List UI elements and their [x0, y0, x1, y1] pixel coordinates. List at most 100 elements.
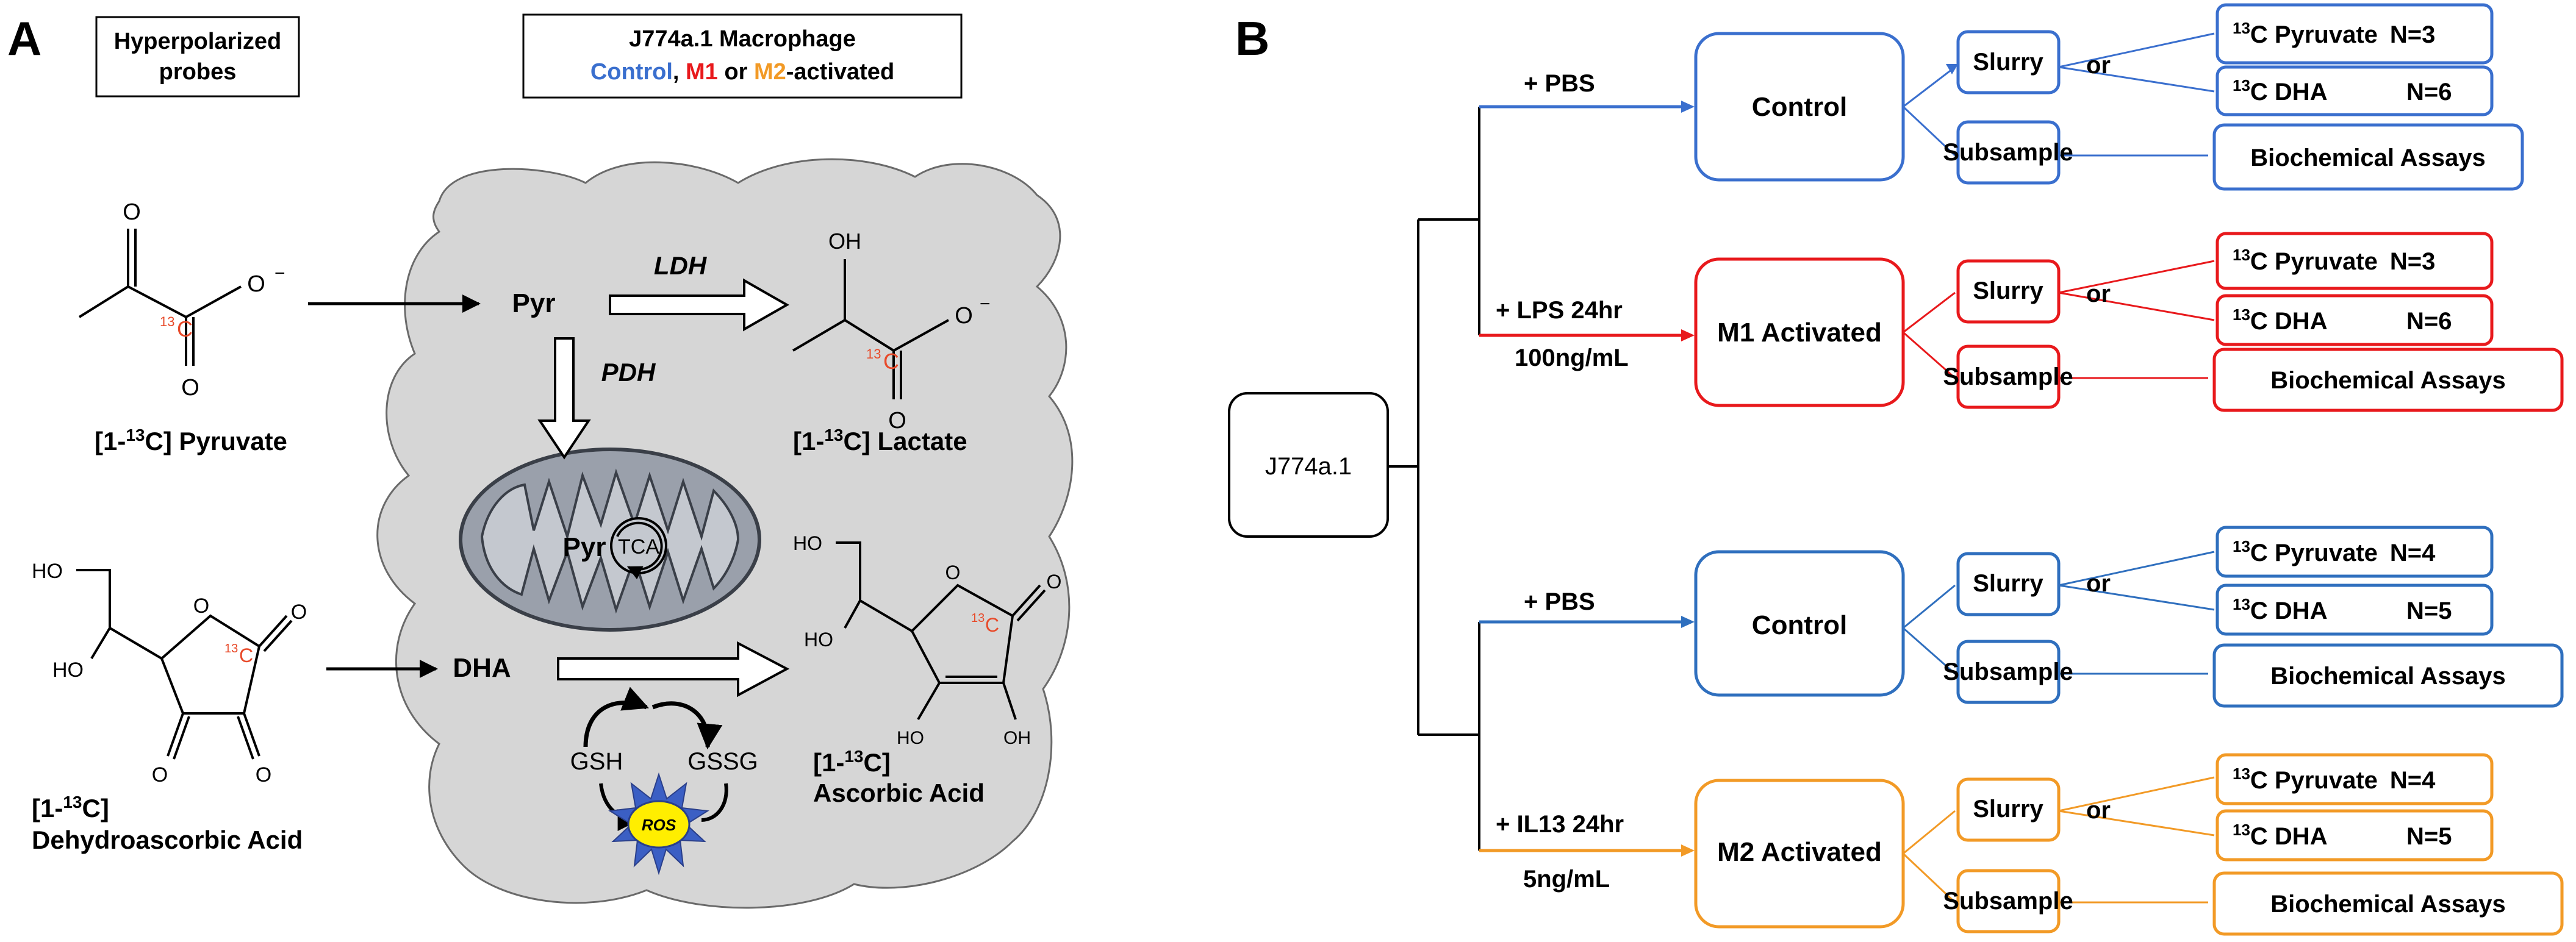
- ascorbic-oh4: OH: [1003, 728, 1031, 748]
- assay-label: Biochemical Assays: [2270, 663, 2505, 690]
- branch-2: + PBS Control Slurry or Subsample 13C Py…: [1479, 526, 2564, 708]
- dha-molecule: [76, 569, 293, 760]
- pyruvate-c: C: [177, 316, 193, 341]
- panel-label-b: B: [1235, 12, 1269, 65]
- ascorbic-13: 13: [971, 612, 985, 625]
- pdh-arrow: [537, 337, 591, 460]
- lactate-13: 13: [866, 346, 881, 362]
- pyr-label: Pyr: [512, 288, 556, 318]
- slurry-box: [1956, 259, 2061, 324]
- slurry-box: [1956, 30, 2061, 95]
- dha-ho1: HO: [32, 560, 63, 583]
- panel-a: A Hyperpolarized probes J774a.1 Macropha…: [7, 12, 1074, 909]
- probe-box-pyruvate: [2215, 3, 2494, 65]
- branch-3: + IL13 24hr 5ng/mL M2 Activated Slurry o…: [1479, 753, 2564, 936]
- treatment-label: + PBS: [1524, 588, 1595, 615]
- treatment-label: + LPS 24hr: [1496, 297, 1623, 324]
- suffix: -activated: [786, 59, 894, 85]
- ldh-arrow: [609, 278, 790, 332]
- assay-box: [2212, 643, 2564, 708]
- ascorbic-molecule: [836, 541, 1046, 721]
- lactate-o-bottom: O: [888, 408, 906, 434]
- treatment-label: + PBS: [1524, 70, 1595, 97]
- ascorbic-o-right: O: [1047, 571, 1062, 593]
- macrophage-line1: J774a.1 Macrophage: [629, 26, 856, 52]
- dha-o-b2: O: [256, 763, 271, 787]
- ascorbic-o-ring: O: [945, 562, 961, 583]
- root-box: [1228, 392, 1389, 538]
- subsample-box: [1956, 120, 2061, 185]
- gsh-label: GSH: [570, 748, 623, 775]
- or-label: or: [2086, 797, 2111, 824]
- dose-label: 5ng/mL: [1523, 866, 1610, 893]
- dha-c: C: [239, 644, 253, 666]
- ascorbic-ho2: HO: [804, 629, 833, 651]
- ros-label: ROS: [642, 816, 676, 834]
- ascorbic-label-line2: Ascorbic Acid: [813, 779, 985, 807]
- probes-box: [95, 16, 300, 98]
- pdh-label: PDH: [601, 358, 656, 387]
- macrophage-box: [522, 13, 963, 99]
- gssg-label: GSSG: [687, 748, 758, 775]
- slurry-label: Slurry: [1973, 570, 2043, 597]
- subsample-label: Subsample: [1943, 139, 2073, 166]
- subsample-label: Subsample: [1943, 658, 2073, 685]
- tca-label: TCA: [618, 535, 659, 558]
- sep1: ,: [673, 59, 686, 85]
- treatment-arrowhead: [1681, 616, 1695, 628]
- group-label: Control: [1752, 610, 1847, 640]
- dha-ho2: HO: [52, 658, 84, 682]
- panel-b: B J774a.1 + PBS Control: [1228, 3, 2564, 936]
- lactate-o-minus: O: [955, 303, 973, 329]
- treatment-arrowhead: [1681, 101, 1695, 113]
- ros-arrow-right: [701, 783, 728, 822]
- or-label: or: [2086, 570, 2111, 597]
- or-label: or: [2086, 52, 2111, 79]
- branch-1: + LPS 24hr 100ng/mL M1 Activated Slurry …: [1479, 232, 2564, 412]
- probes-line1: Hyperpolarized: [114, 29, 282, 54]
- tree-lines: [1388, 107, 1480, 851]
- group-box: [1694, 550, 1905, 697]
- probe-box-pyruvate: [2215, 526, 2494, 578]
- mito-pyr: Pyr: [563, 532, 606, 562]
- pyruvate-o-top: O: [123, 199, 141, 225]
- treatment-label: + IL13 24hr: [1496, 811, 1624, 838]
- assay-label: Biochemical Assays: [2250, 145, 2485, 171]
- dha-o-right: O: [291, 601, 307, 624]
- panel-label-a: A: [7, 12, 41, 65]
- subsample-label: Subsample: [1943, 363, 2073, 390]
- ros-star: [608, 772, 709, 876]
- pyruvate-13: 13: [160, 314, 174, 329]
- dha-o-b1: O: [152, 763, 168, 787]
- ascorbic-ho3: HO: [897, 728, 924, 748]
- macrophage-line2: Control, M1 or M2-activated: [590, 59, 894, 85]
- pyruvate-molecule: [78, 229, 242, 366]
- assay-label: Biochemical Assays: [2270, 891, 2505, 918]
- dose-label: 100ng/mL: [1515, 344, 1629, 371]
- probe-box-pyruvate: [2215, 232, 2494, 290]
- lactate-label: [1-13C] Lactate: [793, 426, 967, 456]
- group-label: Control: [1752, 92, 1847, 122]
- ascorbic-label-line1: [1-13C]: [813, 747, 891, 777]
- lactate-molecule: [792, 259, 949, 399]
- slurry-box: [1956, 777, 2061, 842]
- treatment-arrowhead: [1681, 329, 1695, 341]
- lactate-c: C: [883, 349, 899, 374]
- group-label: M2 Activated: [1717, 837, 1882, 867]
- dha-o-ring: O: [193, 594, 209, 618]
- ascorbic-c: C: [985, 614, 999, 636]
- probe-box-dha: [2215, 583, 2494, 636]
- root-label: J774a.1: [1265, 453, 1352, 480]
- mitochondrion-cristae: [480, 468, 740, 614]
- ascorbic-ho1: HO: [793, 532, 822, 554]
- gssg-curve-arrow: [651, 701, 723, 750]
- control-word: Control: [590, 59, 673, 85]
